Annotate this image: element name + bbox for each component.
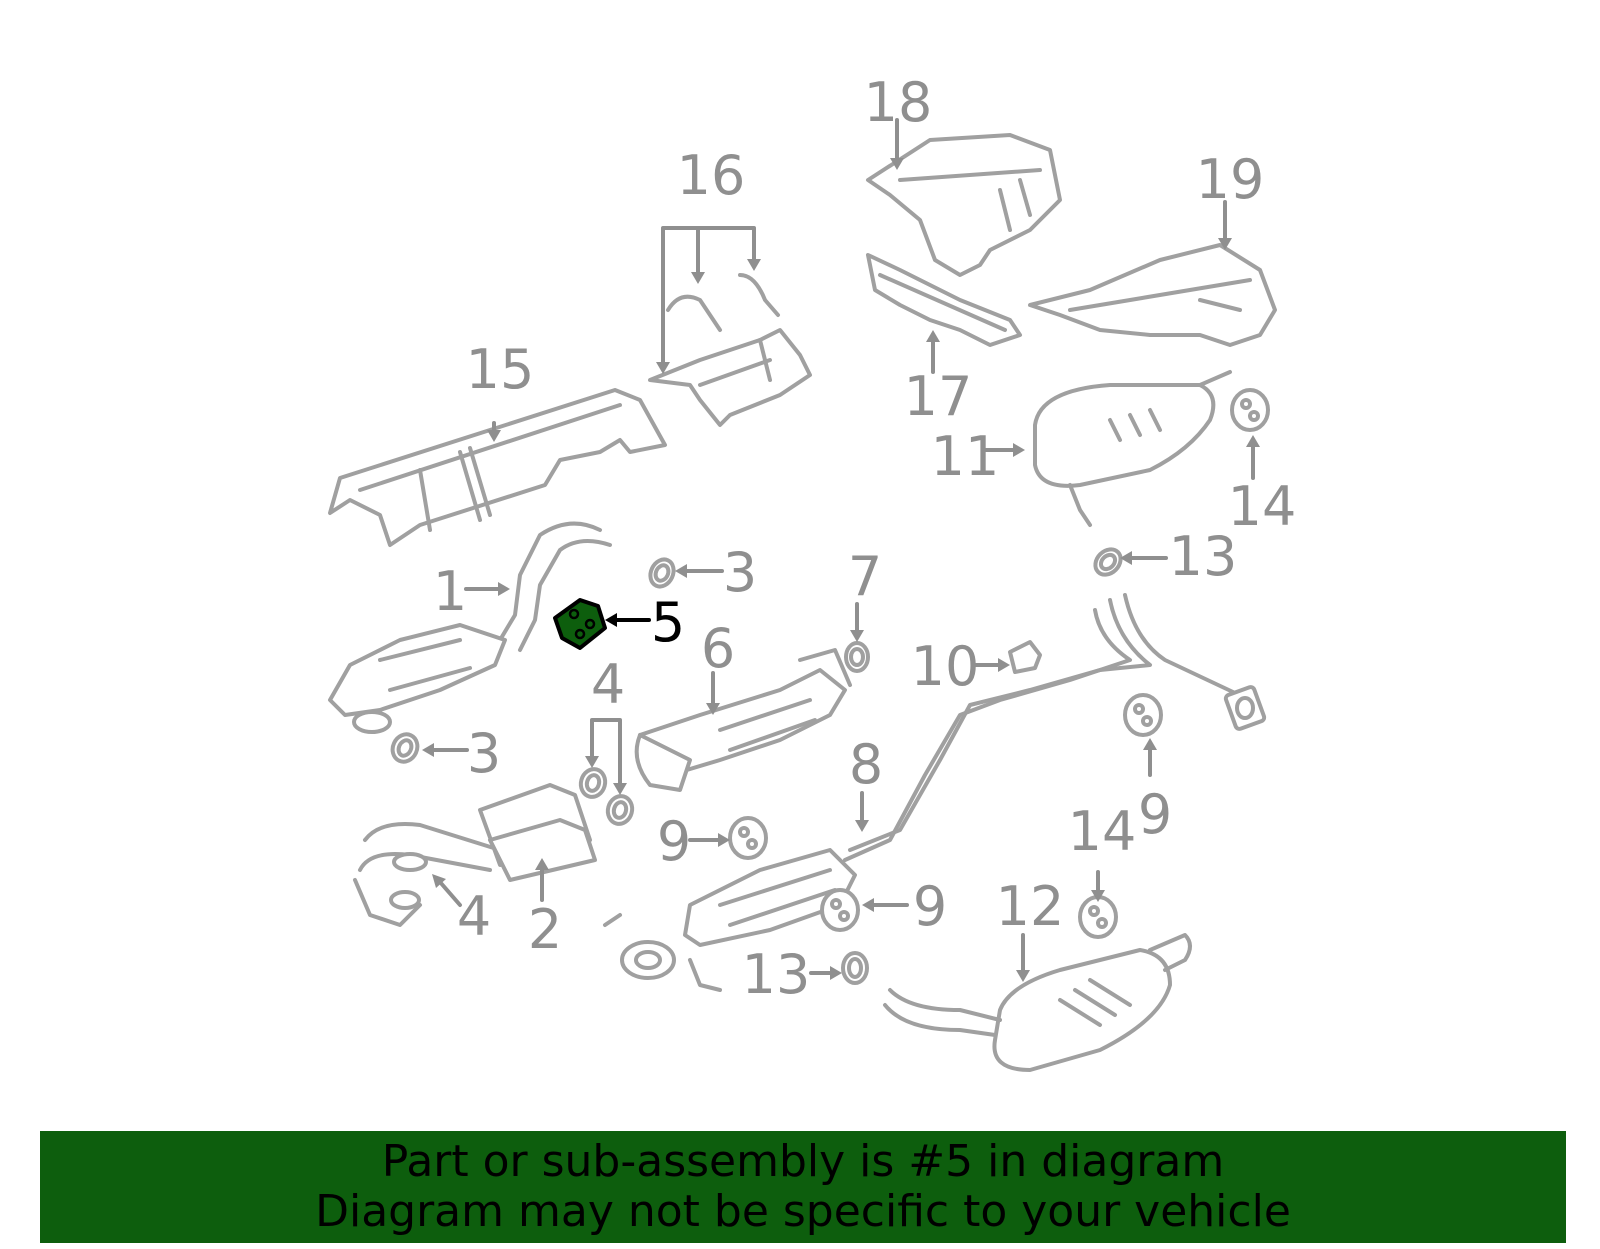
callout-2: 2	[528, 898, 562, 961]
part-1-front-pipe	[328, 521, 612, 734]
callout-13-upper: 13	[1169, 525, 1238, 588]
callout-labels: 18 16 19 15 17 11 14 13 1 3 5 7 6 10 4 3…	[433, 71, 1297, 1006]
callout-5-highlighted: 5	[651, 591, 685, 654]
part-8-exhaust-pipe	[603, 593, 1267, 992]
callout-10: 10	[911, 635, 980, 698]
callout-14-upper: 14	[1228, 475, 1297, 538]
banner-line-2: Diagram may not be specific to your vehi…	[315, 1186, 1291, 1237]
part-6-catalytic-converter	[634, 648, 852, 792]
callout-14-lower: 14	[1068, 800, 1137, 863]
part-15-heat-shield	[328, 388, 667, 547]
part-17-heat-shield	[866, 253, 1022, 347]
gasket-rings	[390, 547, 1123, 985]
part-2-exhaust-manifold	[353, 783, 597, 927]
callout-18: 18	[864, 71, 933, 134]
part-12-muffler	[883, 933, 1192, 1072]
callout-6: 6	[701, 617, 735, 680]
callout-7: 7	[848, 545, 882, 608]
part-5-highlighted-gasket	[553, 598, 607, 650]
callout-12: 12	[996, 875, 1065, 938]
notice-banner: Part or sub-assembly is #5 in diagram Di…	[40, 1131, 1566, 1243]
part-18-heat-shield	[866, 133, 1062, 277]
callout-13-lower: 13	[742, 943, 811, 1006]
callout-15: 15	[466, 338, 535, 401]
callout-9-right: 9	[1138, 783, 1172, 846]
callout-8: 8	[849, 733, 883, 796]
callout-4-upper: 4	[591, 653, 625, 716]
part-10-clamp	[1008, 640, 1042, 674]
callout-3-upper: 3	[723, 541, 757, 604]
leader-lines	[422, 118, 1260, 982]
rubber-hangers	[728, 388, 1270, 939]
callout-11: 11	[931, 425, 1000, 488]
banner-line-1: Part or sub-assembly is #5 in diagram	[381, 1136, 1225, 1187]
part-19-heat-shield	[1028, 243, 1277, 347]
callout-1: 1	[433, 560, 467, 623]
exhaust-parts-diagram: 18 16 19 15 17 11 14 13 1 3 5 7 6 10 4 3…	[328, 71, 1297, 1072]
callout-19: 19	[1196, 148, 1265, 211]
part-11-muffler	[1033, 370, 1232, 527]
callout-4-lower: 4	[457, 885, 491, 948]
callout-17: 17	[904, 365, 973, 428]
callout-3-lower: 3	[467, 722, 501, 785]
callout-9-lower: 9	[913, 875, 947, 938]
callout-9-mid: 9	[657, 810, 691, 873]
callout-16: 16	[677, 144, 746, 207]
part-16-brackets	[648, 273, 812, 427]
